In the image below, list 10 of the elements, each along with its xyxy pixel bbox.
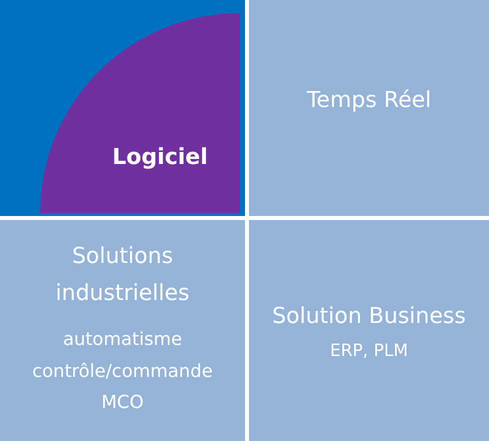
quadrant-title: Solution Business bbox=[271, 304, 467, 330]
quadrant-panel bbox=[0, 0, 245, 216]
quadrant-subtitle: automatisme contrôle/commande MCO bbox=[31, 328, 214, 415]
quadrant-title: Solutions industrielles bbox=[54, 243, 190, 308]
quadrant-title: Logiciel bbox=[111, 145, 209, 172]
quadrant-subtitle: ERP, PLM bbox=[328, 341, 409, 362]
quadrant-title: Temps Réel bbox=[306, 88, 432, 114]
quadrant-panel bbox=[0, 220, 245, 441]
quadrant-panel bbox=[249, 220, 489, 441]
quadrant-panel bbox=[249, 0, 489, 216]
